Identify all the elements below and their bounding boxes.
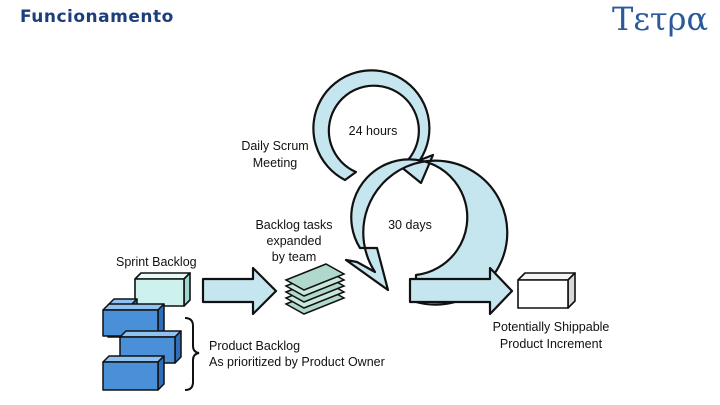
product-backlog-label: Product Backlog bbox=[209, 339, 300, 353]
sprint-backlog-block bbox=[134, 272, 191, 307]
page-title: Funcionamento bbox=[20, 7, 174, 27]
daily-loop-arrow bbox=[312, 69, 435, 185]
increment-label: Product Increment bbox=[500, 337, 603, 351]
backlog-tasks-label: by team bbox=[272, 250, 316, 264]
product-backlog-blocks bbox=[102, 298, 182, 391]
backlog-block bbox=[102, 303, 165, 337]
arrow-to-increment bbox=[408, 266, 514, 316]
hours-label: 24 hours bbox=[349, 124, 398, 138]
backlog-tasks-label: expanded bbox=[267, 234, 322, 248]
daily-scrum-label: Daily Scrum bbox=[241, 139, 308, 153]
sprint-backlog-label: Sprint Backlog bbox=[116, 255, 197, 269]
backlog-tasks-label: Backlog tasks bbox=[255, 218, 332, 232]
product-backlog-brace bbox=[184, 317, 200, 391]
daily-scrum-label: Meeting bbox=[253, 156, 298, 170]
increment-block bbox=[517, 272, 576, 309]
days-label: 30 days bbox=[388, 218, 432, 232]
product-backlog-label: As prioritized by Product Owner bbox=[209, 355, 385, 369]
tetra-logo: Τετρα bbox=[612, 0, 709, 38]
increment-label: Potentially Shippable bbox=[493, 320, 610, 334]
task-cards-stack bbox=[284, 263, 346, 315]
backlog-block bbox=[102, 355, 165, 391]
arrow-to-tasks bbox=[201, 266, 278, 316]
